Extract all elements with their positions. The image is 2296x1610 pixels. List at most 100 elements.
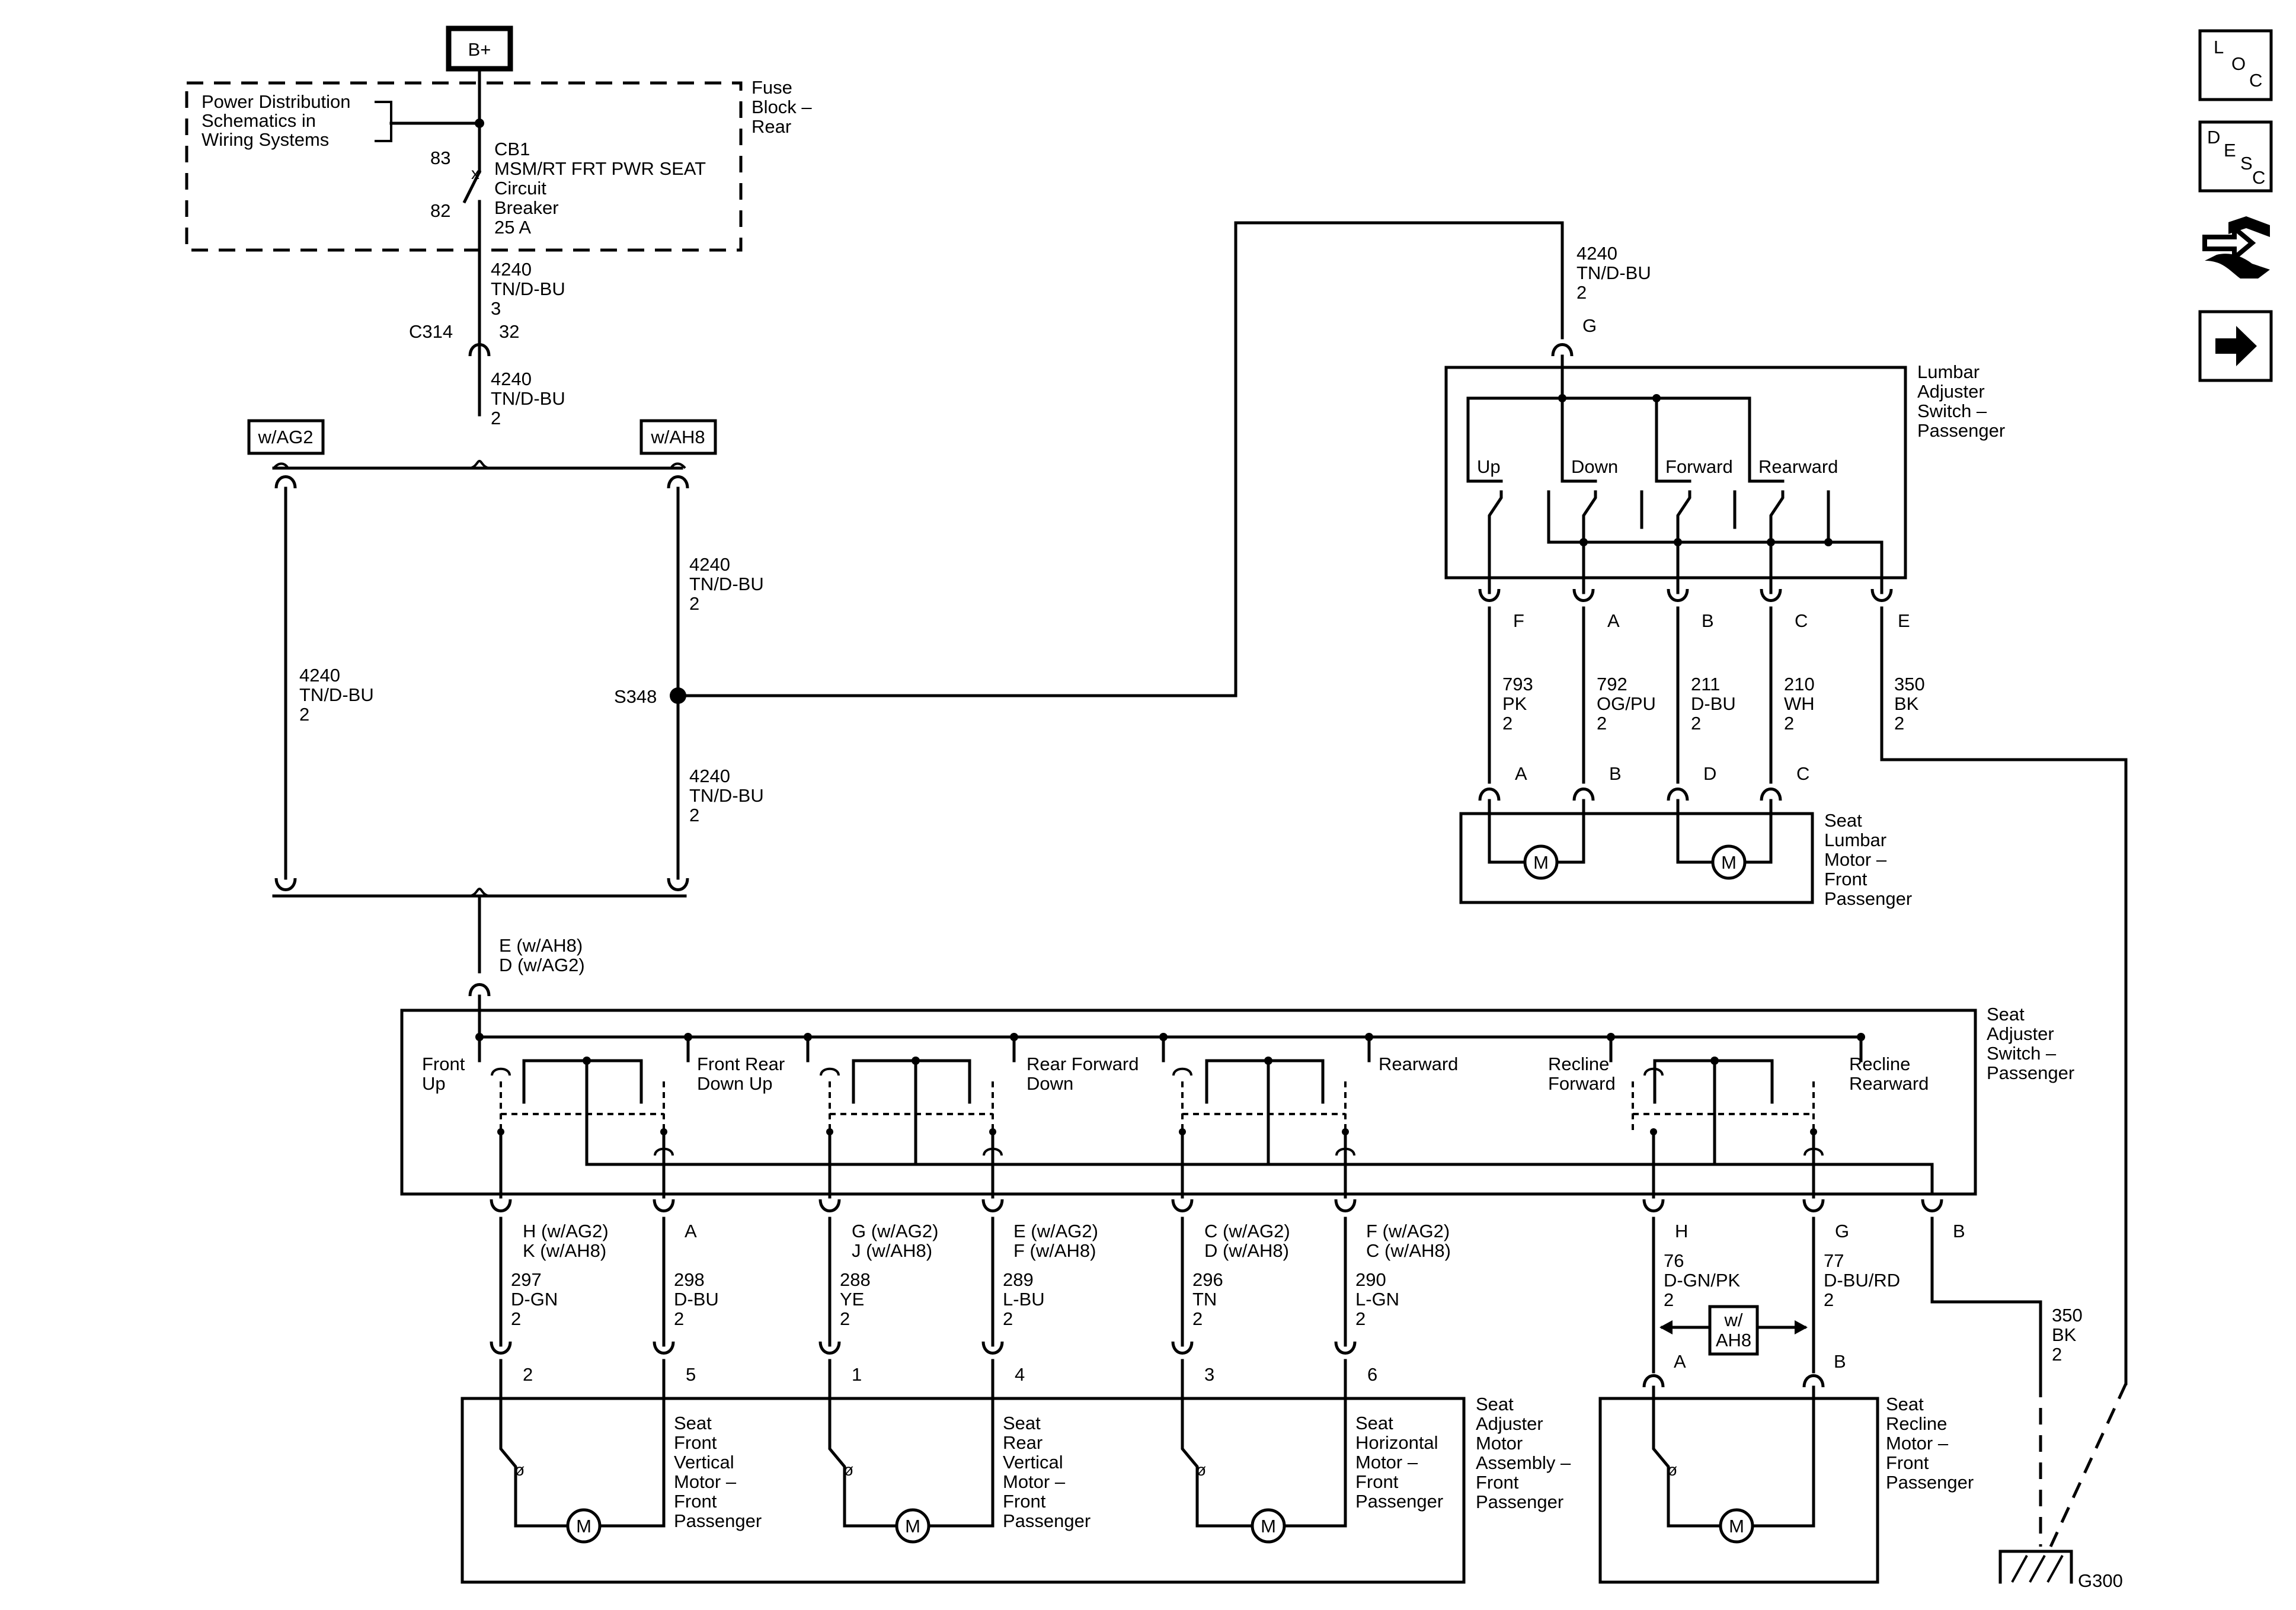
wire-4240-lower: 4240 TN/D-BU 2: [491, 369, 565, 428]
svg-text:Power Distribution: Power Distribution: [202, 91, 351, 112]
svg-text:211: 211: [1691, 674, 1720, 694]
svg-text:Fuse: Fuse: [752, 77, 792, 98]
motor-assembly-label: Seat Adjuster Motor Assembly – Front Pas…: [1476, 1394, 1571, 1512]
svg-text:2: 2: [674, 1308, 684, 1329]
svg-text:Adjuster: Adjuster: [1476, 1413, 1543, 1434]
svg-text:Forward: Forward: [1665, 456, 1733, 477]
fuse-block-outline: [185, 81, 743, 252]
svg-text:C: C: [1795, 610, 1808, 631]
svg-text:w/AH8: w/AH8: [650, 427, 705, 447]
battery-label: B+: [446, 25, 513, 72]
svg-text:Recline: Recline: [1548, 1054, 1609, 1074]
svg-text:4240: 4240: [689, 766, 730, 786]
recline-option-badge: w/ AH8: [1659, 1305, 1808, 1356]
svg-text:Passenger: Passenger: [1886, 1472, 1974, 1493]
svg-text:Rearward: Rearward: [1379, 1054, 1458, 1074]
svg-text:2: 2: [689, 805, 699, 825]
svg-text:4240: 4240: [491, 369, 532, 389]
desc-button[interactable]: D E S C: [2198, 120, 2273, 193]
svg-text:Motor –: Motor –: [1824, 849, 1887, 870]
svg-text:H: H: [1675, 1221, 1688, 1241]
svg-text:Seat: Seat: [1355, 1413, 1393, 1433]
svg-text:Front Rear: Front Rear: [697, 1054, 785, 1074]
svg-text:Passenger: Passenger: [1917, 420, 2005, 441]
svg-text:Front: Front: [1476, 1472, 1519, 1493]
svg-text:6: 6: [1367, 1364, 1377, 1385]
svg-text:Seat: Seat: [1987, 1004, 2025, 1025]
lumbar-position-labels: Up Down Forward Rearward: [1477, 456, 1838, 477]
lumbar-motor-pins: A B D C: [1515, 763, 1809, 784]
svg-text:D-GN/PK: D-GN/PK: [1664, 1270, 1741, 1291]
svg-text:BK: BK: [1894, 693, 1919, 714]
svg-text:3: 3: [1204, 1364, 1214, 1385]
svg-text:CB1: CB1: [494, 139, 530, 159]
svg-text:Block –: Block –: [752, 97, 812, 117]
svg-text:TN/D-BU: TN/D-BU: [689, 785, 764, 806]
svg-text:Rear: Rear: [752, 116, 791, 137]
svg-text:x: x: [471, 164, 479, 183]
svg-text:A: A: [1674, 1351, 1686, 1372]
svg-text:MSM/RT FRT PWR SEAT: MSM/RT FRT PWR SEAT: [494, 158, 706, 179]
wire-4240-right-lower: 4240 TN/D-BU 2: [689, 766, 764, 825]
svg-text:82: 82: [430, 200, 450, 221]
lumbar-switch-pins: F A B C E: [1513, 610, 1910, 631]
option-ah8-badge: [639, 419, 717, 455]
svg-text:2: 2: [511, 1308, 521, 1329]
svg-text:4: 4: [1015, 1364, 1025, 1385]
svg-text:Forward: Forward: [1548, 1073, 1616, 1094]
svg-text:Up: Up: [422, 1073, 446, 1094]
svg-text:Motor: Motor: [1476, 1433, 1523, 1454]
lumbar-motor-box: [1459, 812, 1814, 904]
svg-text:Passenger: Passenger: [1003, 1510, 1091, 1531]
svg-text:Passenger: Passenger: [1476, 1491, 1563, 1512]
svg-text:298: 298: [674, 1269, 705, 1290]
svg-text:TN/D-BU: TN/D-BU: [1576, 263, 1651, 283]
svg-text:Passenger: Passenger: [1824, 888, 1912, 909]
svg-text:Recline: Recline: [1886, 1413, 1947, 1434]
loc-button[interactable]: L O C: [2198, 29, 2273, 101]
svg-text:Switch –: Switch –: [1917, 401, 1987, 421]
svg-text:B+: B+: [468, 39, 491, 60]
svg-text:B: B: [1702, 610, 1714, 631]
svg-text:L: L: [2214, 37, 2224, 57]
wire-77: 77D-BU/RD2: [1824, 1250, 1900, 1310]
svg-text:Front: Front: [1355, 1471, 1399, 1492]
lumbar-motor-label: Seat Lumbar Motor – Front Passenger: [1824, 810, 1912, 909]
svg-text:D-BU: D-BU: [1691, 693, 1736, 714]
svg-text:350: 350: [1894, 674, 1925, 694]
svg-text:C314: C314: [409, 321, 453, 342]
svg-text:C: C: [2249, 70, 2262, 91]
svg-text:Wiring Systems: Wiring Systems: [202, 129, 329, 150]
seat-switch-box: [400, 1009, 1977, 1196]
svg-text:D-BU: D-BU: [674, 1289, 719, 1310]
svg-text:Motor –: Motor –: [1355, 1452, 1418, 1473]
svg-text:2: 2: [1824, 1289, 1834, 1310]
svg-text:Adjuster: Adjuster: [1987, 1023, 2054, 1044]
svg-text:793: 793: [1502, 674, 1533, 694]
arrow-right-icon[interactable]: arrow-right-icon: [2198, 310, 2273, 382]
svg-text:Schematics in: Schematics in: [202, 110, 316, 131]
svg-text:290: 290: [1355, 1269, 1386, 1290]
lumbar-switch-box: [1444, 366, 1907, 580]
tools-icon[interactable]: tools-icon: [2202, 216, 2270, 279]
svg-text:D (w/AG2): D (w/AG2): [499, 955, 585, 975]
svg-text:J (w/AH8): J (w/AH8): [852, 1240, 932, 1261]
svg-text:Passenger: Passenger: [674, 1510, 762, 1531]
svg-text:G300: G300: [2078, 1570, 2123, 1591]
svg-text:F (w/AG2): F (w/AG2): [1366, 1221, 1450, 1241]
svg-text:Seat: Seat: [1476, 1394, 1514, 1414]
seat-switch-pins: H (w/AG2) K (w/AH8) A G (w/AG2) J (w/AH8…: [523, 1221, 1965, 1261]
svg-text:32: 32: [499, 321, 519, 342]
svg-text:C: C: [1796, 763, 1809, 784]
svg-text:2: 2: [840, 1308, 850, 1329]
svg-text:Passenger: Passenger: [1987, 1062, 2074, 1083]
recline-motor-box: [1598, 1397, 1879, 1584]
svg-text:S348: S348: [614, 686, 657, 707]
svg-text:297: 297: [511, 1269, 542, 1290]
svg-text:Rearward: Rearward: [1849, 1073, 1929, 1094]
